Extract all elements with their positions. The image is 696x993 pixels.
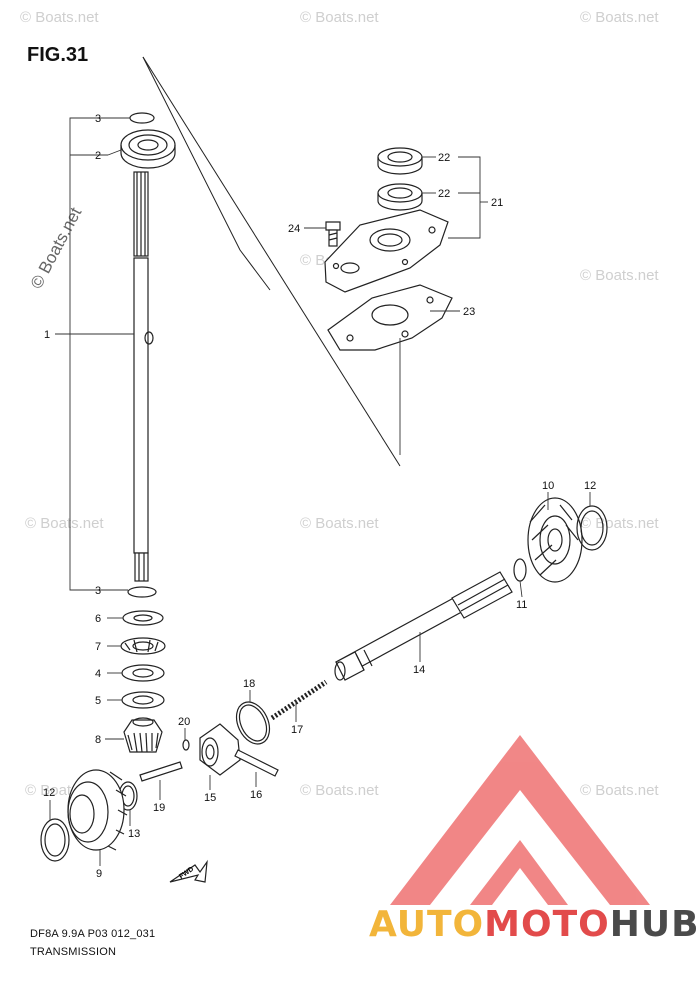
callout-15: 15 (204, 792, 216, 804)
drive-shaft (133, 171, 154, 582)
retaining-ring (235, 701, 271, 745)
callout-23: 23 (463, 306, 475, 318)
callout-2: 2 (95, 150, 101, 162)
callout-3: 3 (95, 585, 101, 597)
callout-8: 8 (95, 734, 101, 746)
callout-5: 5 (95, 695, 101, 707)
shift-pin (139, 761, 183, 782)
pinion-gear (123, 717, 163, 753)
shim-ring (127, 586, 157, 598)
propeller-shaft (334, 571, 513, 681)
figure-title: FIG.31 (27, 44, 89, 66)
shift-spring (270, 679, 328, 721)
oil-seal (377, 183, 423, 211)
thrust-washer (513, 558, 527, 582)
callout-12: 12 (43, 787, 55, 799)
shim-washer (121, 691, 165, 709)
watermark: © Boats.net (580, 515, 659, 532)
callout-16: 16 (250, 789, 262, 801)
callout-6: 6 (95, 613, 101, 625)
callout-19: 19 (153, 802, 165, 814)
callout-7: 7 (95, 641, 101, 653)
callout-20: 20 (178, 716, 190, 728)
seal-housing (324, 209, 449, 293)
oil-seal (377, 147, 423, 175)
callout-13: 13 (128, 828, 140, 840)
callout-3: 3 (95, 113, 101, 125)
automotohub-brand: AUTOMOTOHUB (369, 904, 696, 945)
callout-1: 1 (44, 329, 50, 341)
watermark: © Boats.net (580, 267, 659, 284)
watermark: © Boats.net (580, 9, 659, 26)
brand-part-hub: HUB (609, 904, 696, 945)
ball-bearing (120, 129, 176, 169)
diagram-name: TRANSMISSION (30, 946, 117, 958)
bevel-gear (527, 497, 583, 583)
thrust-bearing (120, 637, 166, 655)
watermark: © Boats.net (25, 515, 104, 532)
brand-part-auto: AUTO (369, 904, 485, 945)
callout-21: 21 (491, 197, 503, 209)
callout-18: 18 (243, 678, 255, 690)
watermark: © Boats.net (300, 782, 379, 799)
callout-12: 12 (584, 480, 596, 492)
shim-ring (576, 505, 608, 551)
callout-17: 17 (291, 724, 303, 736)
forward-direction-icon (169, 859, 208, 883)
callout-9: 9 (96, 868, 102, 880)
callout-14: 14 (413, 664, 425, 676)
watermark: © Boats.net (300, 9, 379, 26)
clutch-pin (234, 749, 279, 777)
watermark: © Boats.net (20, 9, 99, 26)
callout-22: 22 (438, 152, 450, 164)
mounting-bolt (325, 221, 341, 247)
thrust-washer (121, 664, 165, 682)
callout-10: 10 (542, 480, 554, 492)
callout-22: 22 (438, 188, 450, 200)
shim-ring (40, 818, 70, 862)
callout-labels: 3 2 1 3 6 7 4 5 8 22 22 21 24 23 10 12 1… (43, 113, 596, 880)
shim-ring (129, 112, 155, 124)
callout-24: 24 (288, 223, 300, 235)
reverse-gear (67, 769, 128, 851)
model-code: DF8A 9.9A P03 012_031 (30, 928, 156, 940)
automotohub-logo-icon (390, 735, 650, 905)
housing-gasket (327, 284, 453, 351)
clutch-dog (199, 723, 241, 776)
watermark: © Boats.net (300, 515, 379, 532)
thrust-washer (122, 610, 164, 626)
push-pin (182, 739, 190, 751)
callout-4: 4 (95, 668, 101, 680)
callout-11: 11 (516, 599, 527, 611)
watermark-vertical: © Boats.net (27, 204, 86, 292)
watermark: © Boats.net (580, 782, 659, 799)
brand-part-moto: MOTO (484, 904, 610, 945)
leader-lines (49, 117, 591, 866)
